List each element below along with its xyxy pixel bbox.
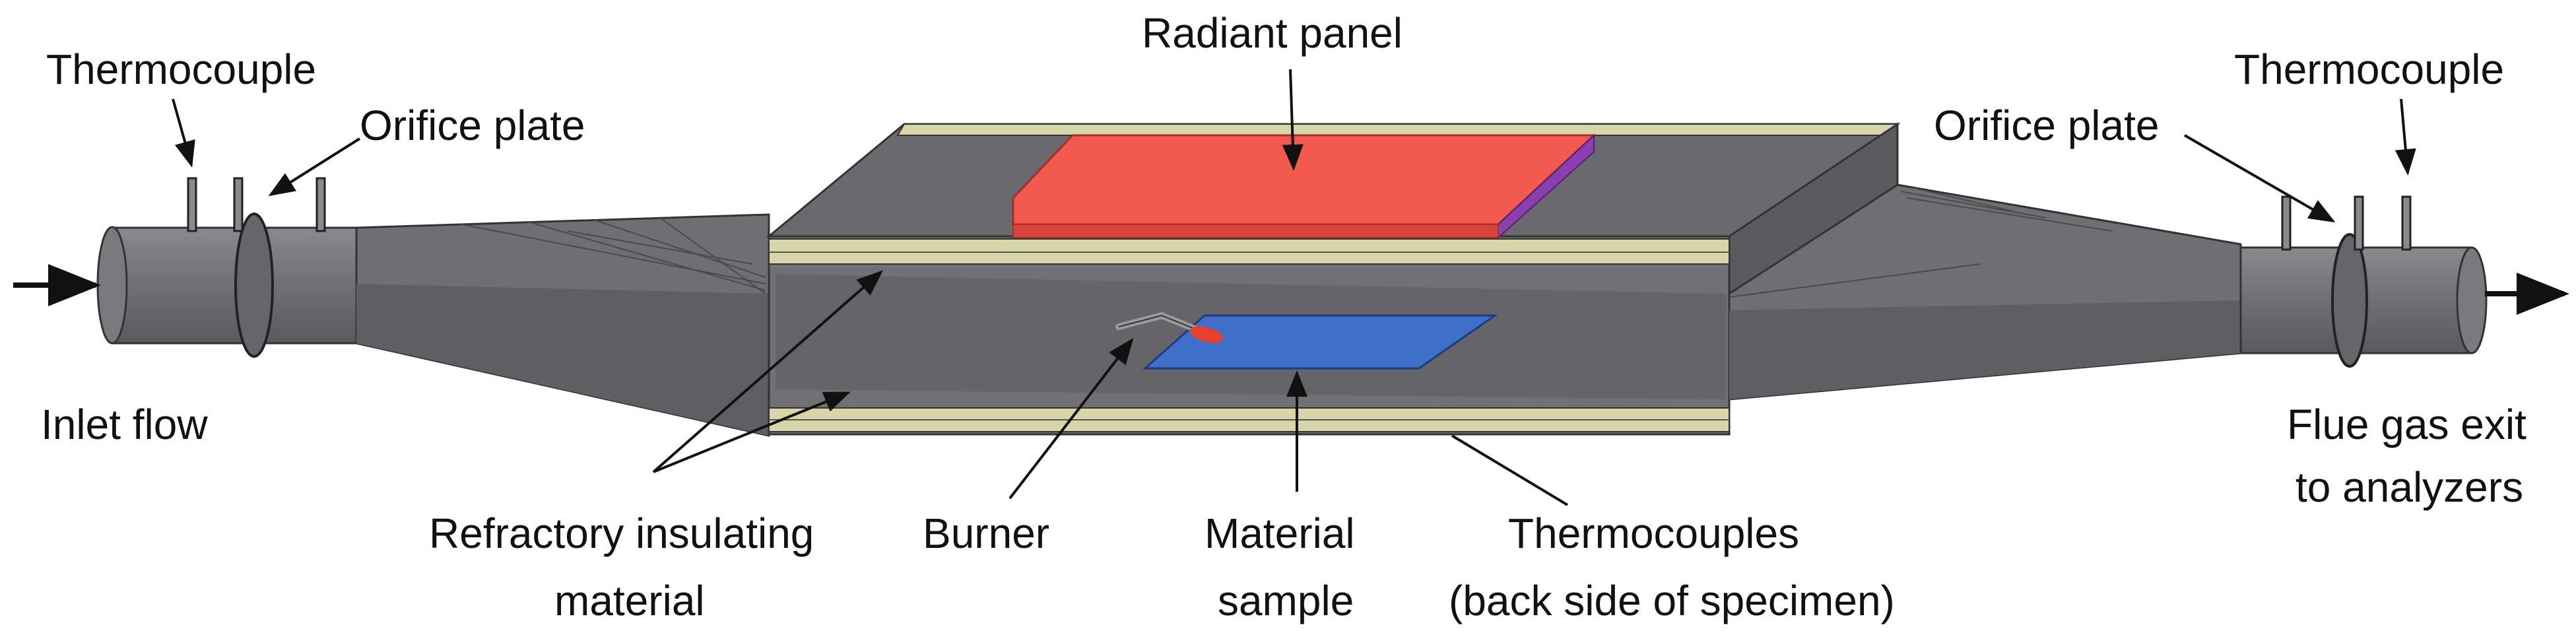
label-flue-gas-line1: Flue gas exit [2287, 401, 2526, 448]
label-orifice-right: Orifice plate [1934, 102, 2159, 149]
inlet-pipe-assembly [96, 177, 770, 437]
tunnel-top-insulation [896, 123, 1899, 136]
label-material-line1: Material [1205, 510, 1355, 557]
thermocouple-probe-left-1 [187, 177, 197, 232]
thermocouple-probe-right-1 [2281, 195, 2292, 251]
burner-flame [1189, 326, 1224, 343]
label-orifice-left: Orifice plate [360, 102, 585, 149]
label-thermocouples-line2: (back side of specimen) [1449, 577, 1895, 624]
exhaust-diffuser-shade [1729, 300, 2241, 399]
exhaust-mesh-lines [1729, 187, 2113, 298]
leader-thermocouple-right [2394, 98, 2416, 176]
label-refractory-line2: material [554, 577, 705, 624]
label-refractory-line1: Refractory insulating [429, 510, 814, 557]
exhaust-assembly [1728, 184, 2488, 401]
thermocouple-probe-left-2 [233, 177, 244, 232]
tunnel-body [766, 122, 1901, 436]
label-flue-gas-line2: to analyzers [2295, 463, 2523, 511]
inlet-pipe-mouth [96, 226, 128, 345]
label-thermocouple-left: Thermocouple [46, 46, 316, 93]
leader-thermocouples [1451, 434, 1569, 506]
thermocouple-probe-right-3 [2401, 195, 2412, 251]
label-thermocouples-line1: Thermocouples [1508, 510, 1799, 557]
leader-refractory-1 [652, 270, 884, 473]
leader-radiant-panel [1282, 69, 1304, 171]
thermocouple-probe-left-3 [315, 177, 326, 232]
exit-pipe-mouth [2456, 246, 2488, 354]
orifice-plate-left [234, 213, 274, 358]
radiant-panel-front [1012, 224, 1499, 238]
label-material-line2: sample [1218, 577, 1354, 624]
radiant-panel [1012, 134, 1597, 226]
leader-orifice-left [268, 137, 361, 197]
material-sample [1142, 314, 1498, 370]
labels: Thermocouple Orifice plate Radiant panel… [41, 9, 2526, 624]
leader-thermocouple-left [172, 98, 195, 168]
orifice-plate-right [2331, 233, 2368, 368]
label-radiant-panel: Radiant panel [1142, 9, 1403, 57]
leader-orifice-right [2183, 134, 2336, 223]
label-burner: Burner [923, 510, 1049, 557]
leader-lines [172, 69, 2416, 506]
leader-burner [1008, 337, 1134, 500]
diffuser-mesh-lines [461, 217, 766, 294]
inlet-diffuser-shade [356, 284, 769, 436]
label-inlet-flow: Inlet flow [41, 401, 208, 448]
leader-refractory-2 [653, 391, 851, 473]
burner-tube-outline [1118, 314, 1195, 329]
thermocouple-probe-right-2 [2354, 195, 2364, 251]
label-thermocouple-right: Thermocouple [2234, 46, 2504, 93]
